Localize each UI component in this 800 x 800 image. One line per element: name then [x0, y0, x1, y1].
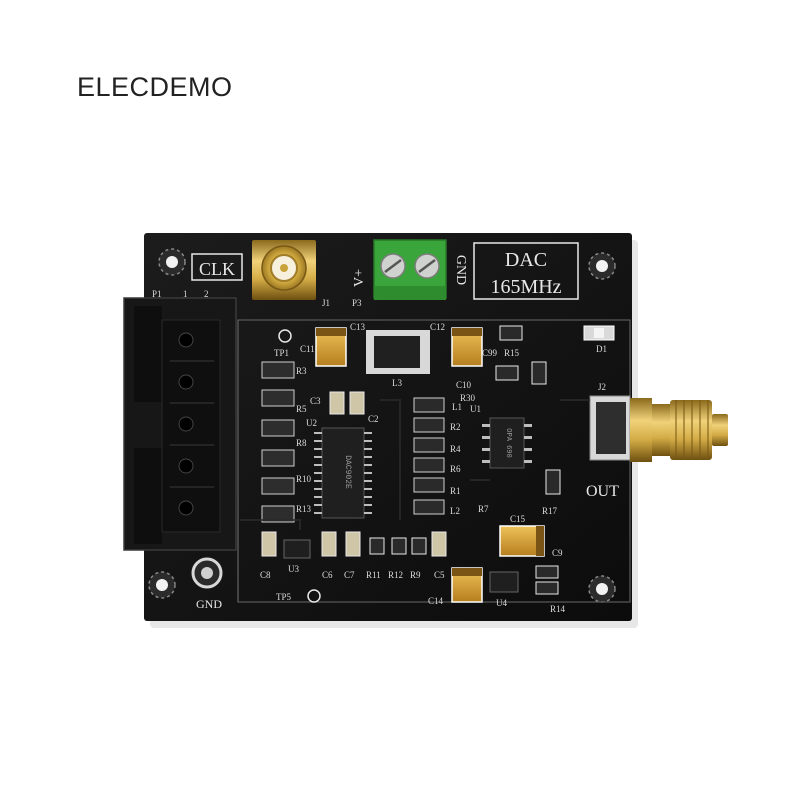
c11-label: C11 [300, 344, 315, 354]
tantalum-cap-c12 [451, 327, 483, 367]
led-d1 [583, 325, 615, 341]
mounting-hole-tr [588, 252, 616, 280]
dac-chip-u2: DAC902E [314, 427, 372, 519]
opamp-chip-u1: OPA 690 [482, 417, 532, 469]
pin1-label: 1 [183, 289, 188, 299]
c9-label: C9 [552, 548, 563, 558]
bottom-smd-row [261, 531, 447, 557]
c2-label: C2 [368, 414, 379, 424]
dac-label: DAC [505, 249, 547, 271]
c6-label: C6 [322, 570, 333, 580]
r4-label: R4 [450, 444, 461, 454]
r8-label: R8 [296, 438, 307, 448]
chip-u4 [489, 571, 519, 593]
test-point-tp1 [278, 329, 292, 343]
tantalum-cap-c11 [315, 327, 347, 367]
c3-label: C3 [310, 396, 321, 406]
c7-label: C7 [344, 570, 355, 580]
dac-frequency-label: 165MHz [490, 276, 561, 298]
tantalum-cap-c15 [499, 525, 545, 557]
caps-c2-c3 [329, 391, 365, 415]
sma-connector-j1 [252, 240, 316, 300]
gnd-bottom-label: GND [196, 597, 222, 611]
r12-label: R12 [388, 570, 403, 580]
r7-label: R7 [478, 504, 489, 514]
r13-label: R13 [296, 504, 312, 514]
chip-u3 [283, 539, 311, 559]
test-point-tp5 [307, 589, 321, 603]
smd-column [413, 397, 445, 515]
r10-label: R10 [296, 474, 312, 484]
r3-label: R3 [296, 366, 307, 376]
dac-label-box [473, 242, 579, 300]
vplus-label: V+ [352, 269, 367, 287]
j2-label: J2 [598, 382, 606, 392]
brand-title: ELECDEMO [77, 72, 233, 102]
pin2-label: 2 [204, 289, 209, 299]
c10-label: C10 [456, 380, 472, 390]
r30-label: R30 [460, 393, 476, 403]
tp5-label: TP5 [276, 592, 292, 602]
clk-label: CLK [199, 259, 235, 279]
gnd-top-label: GND [453, 255, 468, 285]
u3-label: U3 [288, 564, 299, 574]
u1-label: U1 [470, 404, 481, 414]
l1-label: L1 [452, 402, 462, 412]
tantalum-cap-c14 [451, 567, 483, 603]
u2-label: U2 [306, 418, 317, 428]
idc-header-p1 [123, 297, 237, 551]
r14-label: R14 [550, 604, 566, 614]
l3-label: L3 [392, 378, 402, 388]
tp1-label: TP1 [274, 348, 289, 358]
p1-label: P1 [152, 289, 162, 299]
gnd-post [191, 557, 223, 589]
inductor-l3 [366, 330, 430, 374]
l2-label: L2 [450, 506, 460, 516]
c5-label: C5 [434, 570, 445, 580]
u4-label: U4 [496, 598, 507, 608]
sma-connector-j2 [589, 395, 728, 462]
c14-label: C14 [428, 596, 444, 606]
r6-label: R6 [450, 464, 461, 474]
r1-label: R1 [450, 486, 461, 496]
c99-label: C99 [482, 348, 498, 358]
mounting-hole-br [588, 575, 616, 603]
r9-label: R9 [410, 570, 421, 580]
mounting-hole-bl [148, 571, 176, 599]
c8-label: C8 [260, 570, 271, 580]
clk-label-box [191, 253, 243, 281]
r2-label: R2 [450, 422, 461, 432]
power-terminal-block [373, 239, 447, 300]
mounting-hole-tl [158, 248, 186, 276]
j1-label: J1 [322, 298, 330, 308]
c13-label: C13 [350, 322, 366, 332]
r11-label: R11 [366, 570, 381, 580]
d1-label: D1 [596, 344, 607, 354]
u2-marking: DAC902E [343, 455, 352, 489]
r17-label: R17 [542, 506, 558, 516]
resistor-array [261, 361, 295, 523]
u1-marking: OPA 690 [504, 428, 512, 457]
p3-label: P3 [352, 298, 362, 308]
r5-label: R5 [296, 404, 307, 414]
c12-label: C12 [430, 322, 445, 332]
c15-label: C15 [510, 514, 526, 524]
r15-label: R15 [504, 348, 520, 358]
right-smd-parts [495, 325, 561, 595]
out-label: OUT [586, 483, 619, 500]
